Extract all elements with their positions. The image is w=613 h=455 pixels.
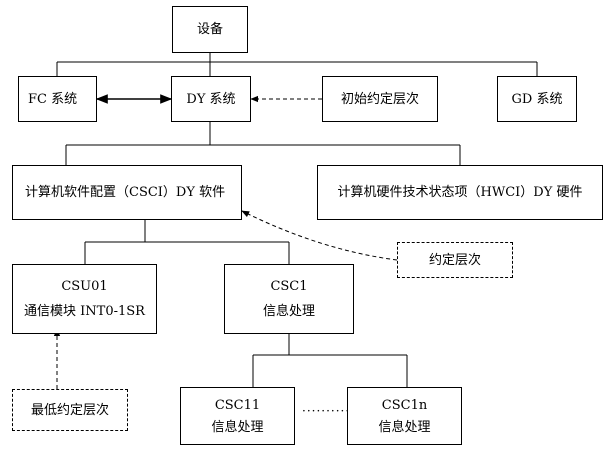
node-csu01: CSU01 通信模块 INT0-1SR [12,264,157,334]
ellipsis-dots: ·········· [302,404,351,418]
node-csc11: CSC11 信息处理 [180,387,295,445]
node-csu01-code: CSU01 [61,279,108,294]
node-csc1n: CSC1n 信息处理 [347,387,462,445]
node-gd-system: GD 系统 [497,76,577,122]
node-lowest-level-label: 最低约定层次 [30,402,109,418]
node-lowest-level: 最低约定层次 [12,389,128,431]
node-agreed-level: 约定层次 [397,242,513,278]
node-csc1-name: 信息处理 [262,304,315,319]
node-dy-system: DY 系统 [171,76,251,122]
node-csc11-code: CSC11 [214,397,261,413]
node-csc1: CSC1 信息处理 [224,264,354,334]
node-initial-level: 初始约定层次 [322,76,438,122]
arrow-agreed-level-to-csci [241,210,398,261]
node-hwci: 计算机硬件技术状态项（HWCI）DY 硬件 [317,165,603,220]
node-hwci-label: 计算机硬件技术状态项（HWCI）DY 硬件 [337,185,583,200]
node-csci-label: 计算机软件配置（CSCI）DY 软件 [25,185,226,200]
node-gd-system-label: GD 系统 [511,91,563,107]
node-csu01-name: 通信模块 INT0-1SR [24,304,145,319]
node-csc11-name: 信息处理 [211,419,264,435]
node-csc1-code: CSC1 [270,279,308,294]
node-initial-level-label: 初始约定层次 [340,91,419,107]
node-equipment: 设备 [172,6,248,53]
node-csc1n-code: CSC1n [381,397,428,413]
node-csci: 计算机软件配置（CSCI）DY 软件 [12,165,242,220]
node-agreed-level-label: 约定层次 [428,252,481,268]
node-dy-system-label: DY 系统 [186,91,236,107]
node-csc1n-name: 信息处理 [378,419,431,435]
node-fc-system: FC 系统 [18,76,97,122]
node-equipment-label: 设备 [196,22,223,37]
node-fc-system-label: FC 系统 [28,91,78,107]
